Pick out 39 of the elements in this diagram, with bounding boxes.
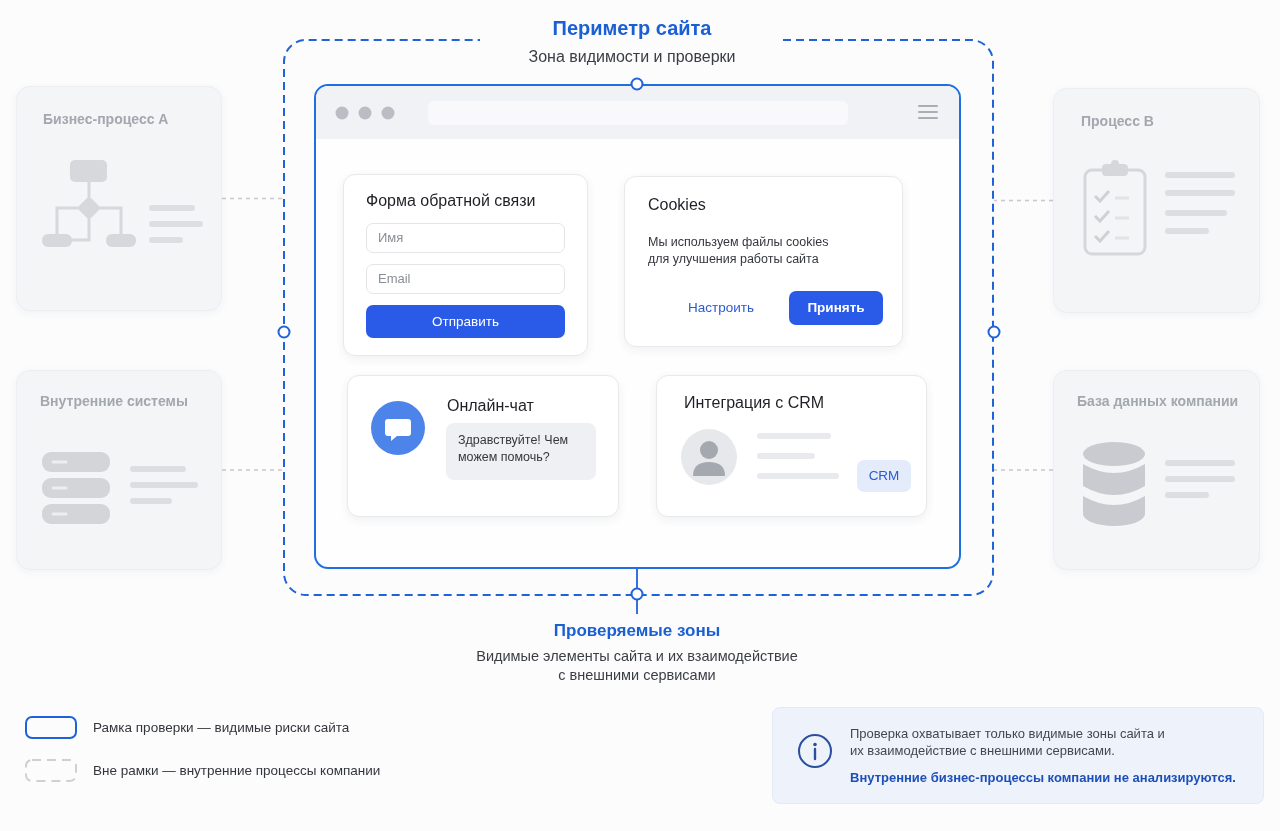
legend-text: Вне рамки — внутренние процессы компании (93, 762, 381, 780)
process-card (1053, 88, 1260, 313)
card-title: Бизнес-процесс A (43, 110, 169, 128)
note-emphasis: Внутренние бизнес-процессы компании не анализируются. (850, 769, 1236, 787)
card-title: Cookies (648, 195, 706, 215)
input-field: Имя (366, 223, 565, 253)
connector-line (993, 199, 1054, 202)
process-card (16, 86, 222, 311)
connector-line (221, 469, 284, 471)
accept-button: Принять (789, 291, 883, 325)
cookie-notice-text: Мы используем файлы cookies для улучшения работы сайта (648, 234, 830, 268)
leader-line (636, 568, 638, 615)
input-field: Email (366, 264, 565, 294)
process-card (1053, 370, 1260, 570)
settings-link: Настроить (688, 299, 754, 317)
crm-integration-card (656, 375, 927, 517)
card-title: Форма обратной связи (366, 191, 536, 211)
zone-title: Проверяемые зоны (553, 620, 721, 642)
card-title: База данных компании (1077, 392, 1239, 410)
frame-title: Периметр сайта (552, 16, 712, 41)
card-title: Процесс B (1081, 112, 1154, 130)
online-chat-card (347, 375, 619, 517)
connector-line (221, 197, 284, 200)
feedback-form-card (343, 174, 588, 356)
card-title: Интеграция с CRM (684, 393, 825, 413)
message-bubble: Здравствуйте! Чем можем помочь? (446, 423, 596, 480)
info-panel (772, 707, 1264, 804)
connector-line (993, 469, 1054, 471)
submit-button: Отправить (366, 305, 565, 338)
cookie-banner-card (624, 176, 903, 347)
zone-description: Видимые элементы сайта и их взаимодействие с внешними сервисами (475, 647, 799, 685)
process-card (16, 370, 222, 570)
card-title: Внутренние системы (40, 392, 188, 410)
note-text: Проверка охватывает только видимые зоны сайта и их взаимодействие с внешними сервисами. (850, 725, 1166, 759)
legend-text: Рамка проверки — видимые риски сайта (93, 719, 350, 737)
browser-window (314, 84, 961, 569)
tag-badge: CRM (857, 460, 911, 492)
frame-subtitle: Зона видимости и проверки (528, 47, 736, 67)
card-title: Онлайн-чат (447, 396, 534, 416)
